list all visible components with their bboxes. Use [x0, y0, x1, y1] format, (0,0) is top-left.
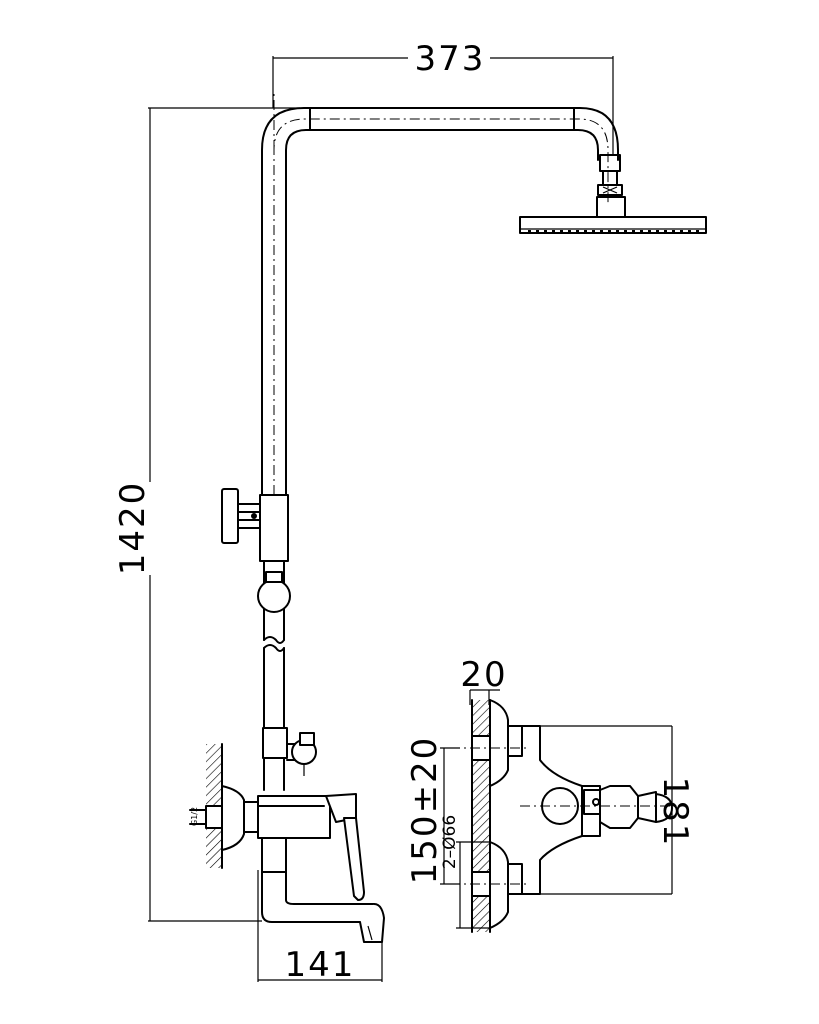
- shower-nozzle: [576, 230, 579, 233]
- shower-head-connector: [596, 154, 626, 218]
- rain-shower-head: [519, 216, 707, 234]
- eccentric-connector-left: [221, 785, 259, 851]
- dimension-flange-diameter: 2–Ø66: [440, 815, 490, 929]
- dimension-label-373: 373: [415, 39, 486, 79]
- dimension-label-20: 20: [460, 655, 507, 695]
- dimension-label-141: 141: [285, 945, 356, 985]
- shower-nozzle: [592, 230, 595, 233]
- shower-nozzle: [624, 230, 627, 233]
- shower-nozzle: [672, 230, 675, 233]
- shower-column-front-view: 373 1420: [113, 39, 707, 985]
- shower-nozzle: [584, 230, 587, 233]
- dimension-label-150-20: 150±20: [405, 736, 445, 885]
- mixer-side-view: 20: [405, 655, 695, 933]
- shower-nozzle: [528, 230, 531, 233]
- shower-nozzle: [640, 230, 643, 233]
- dimension-label-1420: 1420: [113, 481, 153, 576]
- shower-nozzle: [632, 230, 635, 233]
- dimension-wall-offset: 20: [460, 655, 507, 705]
- dimension-label-2-d66: 2–Ø66: [440, 815, 460, 869]
- mixer-body-front: [257, 793, 365, 901]
- shower-nozzle: [688, 230, 691, 233]
- shower-nozzle: [648, 230, 651, 233]
- wall-section-right: [471, 699, 491, 933]
- dimension-label-181: 181: [655, 777, 695, 848]
- diverter-valve: [262, 727, 317, 776]
- shower-nozzle: [560, 230, 563, 233]
- shower-nozzle: [568, 230, 571, 233]
- water-inlet-left: G1/2: [189, 805, 227, 829]
- dimension-top-width: 373: [272, 39, 614, 155]
- shower-nozzle: [616, 230, 619, 233]
- shower-nozzle: [680, 230, 683, 233]
- dimension-spout-reach: 141: [257, 870, 383, 985]
- dimension-inlet-spacing: 150±20: [405, 736, 460, 885]
- inlet-thread-label: G1/2: [190, 807, 199, 826]
- shower-riser-pipe: [261, 92, 619, 496]
- dimension-total-height: 1420: [113, 107, 300, 922]
- dimension-body-depth: 181: [540, 725, 695, 895]
- shower-nozzle: [656, 230, 659, 233]
- shower-nozzle: [552, 230, 555, 233]
- sliding-holder-knob: [221, 488, 289, 562]
- shower-nozzle: [696, 230, 699, 233]
- shower-nozzle: [544, 230, 547, 233]
- bath-spout: [261, 837, 385, 943]
- mixer-body-side: [521, 725, 673, 895]
- shower-nozzle: [536, 230, 539, 233]
- shower-nozzle: [664, 230, 667, 233]
- inlet-lower: [471, 841, 523, 929]
- shower-nozzle: [600, 230, 603, 233]
- shower-nozzle: [608, 230, 611, 233]
